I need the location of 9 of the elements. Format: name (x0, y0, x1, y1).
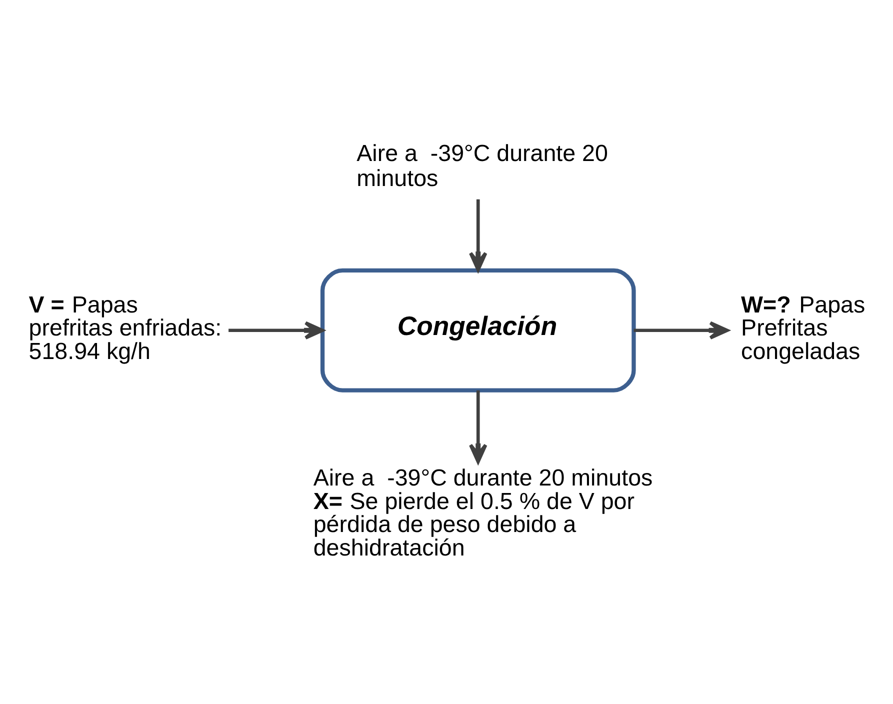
arrow (634, 321, 729, 340)
node-text: V = Papas prefritas enfriadas: 518.94 kg/h (28, 291, 222, 364)
node-text: Aire a -39°C durante 20 minutos (356, 140, 608, 191)
node-box: Congelación (320, 268, 636, 392)
arrow (228, 321, 324, 340)
arrow (468, 390, 488, 464)
node-text: Aire a -39°C durante 20 minutos X= Se pierde el 0.5 % de V por pérdida de peso debido a deshidratación (313, 464, 653, 560)
node-text: W=? Papas Prefritas congeladas (741, 291, 866, 364)
arrow (468, 199, 488, 272)
